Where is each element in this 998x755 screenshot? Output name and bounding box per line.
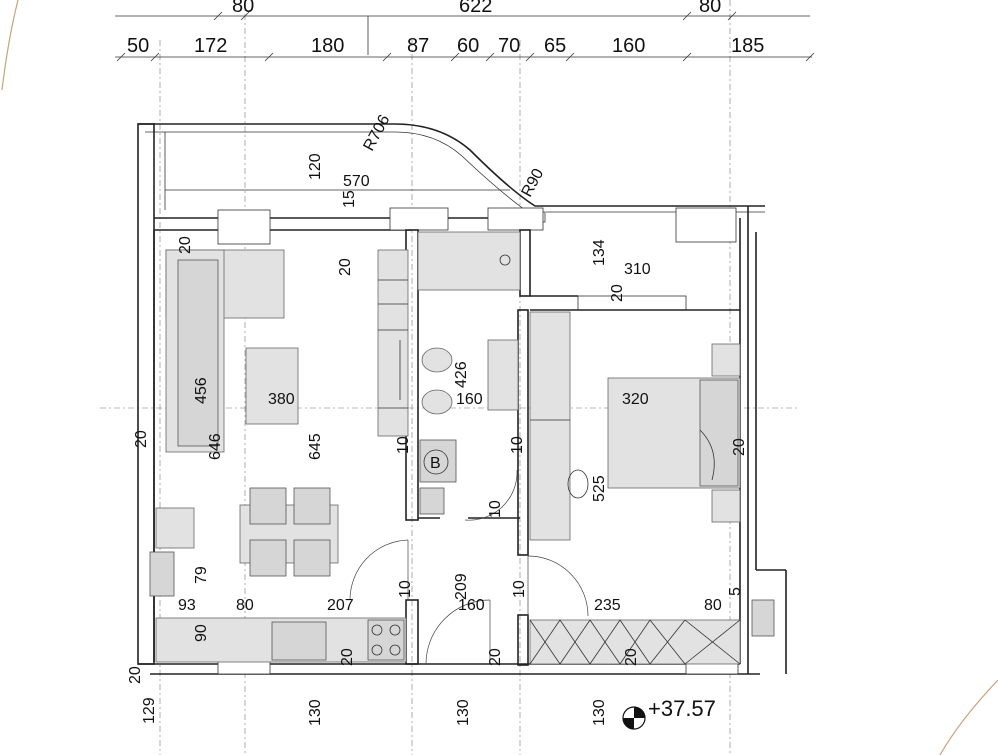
bathroom-fixtures — [417, 231, 521, 515]
dim-20-h: 20 — [133, 430, 150, 448]
dim-20-f: 20 — [487, 648, 504, 666]
dim-134: 134 — [591, 239, 608, 266]
dim-426: 426 — [453, 361, 470, 388]
dim-310: 310 — [624, 261, 651, 278]
dim-20-g: 20 — [623, 648, 640, 666]
dim-top-87: 87 — [407, 35, 429, 57]
dim-top-70: 70 — [498, 35, 520, 57]
kitchen-counter — [155, 617, 407, 663]
dim-456: 456 — [193, 377, 210, 404]
dim-top-185: 185 — [731, 35, 764, 57]
dim-10-c: 10 — [487, 500, 504, 518]
bedroom-furniture — [529, 311, 775, 665]
dim-10-b: 10 — [509, 436, 526, 454]
dim-r706: R706 — [361, 112, 394, 154]
top-dimension-labels-row2: 50 172 180 87 60 70 65 160 185 — [127, 35, 764, 57]
dim-80-a: 80 — [236, 597, 254, 614]
dim-bottom-130-a: 130 — [307, 699, 324, 726]
door-swings — [349, 469, 589, 665]
dim-79: 79 — [193, 566, 210, 584]
bottom-dimension-labels: 129 130 130 130 — [141, 697, 608, 726]
dim-380: 380 — [268, 391, 295, 408]
dim-90: 90 — [193, 624, 210, 642]
dim-20-i: 20 — [127, 666, 144, 684]
dim-top-80-right: 80 — [699, 0, 721, 17]
level-marker-icon — [622, 706, 646, 730]
dim-top-180: 180 — [311, 35, 344, 57]
level-value: +37.57 — [648, 696, 716, 721]
dim-20-a: 20 — [177, 236, 194, 254]
dim-20-c: 20 — [609, 284, 626, 302]
dim-10-e: 10 — [511, 580, 528, 598]
dim-646: 646 — [207, 433, 224, 460]
dim-top-60: 60 — [457, 35, 479, 57]
dim-5: 5 — [727, 587, 744, 596]
page-edge-left — [1, 0, 19, 91]
balcony — [138, 123, 765, 223]
top-dimension-lines — [115, 11, 815, 62]
bathroom-boiler-label: B — [430, 455, 441, 472]
dim-top-172: 172 — [194, 35, 227, 57]
dim-207: 207 — [327, 597, 354, 614]
dim-120: 120 — [307, 153, 324, 180]
dim-top-65: 65 — [544, 35, 566, 57]
room-dimension-labels: R706 R90 120 570 15 20 20 456 380 646 64… — [127, 112, 748, 684]
windows — [217, 207, 739, 675]
dim-20-b: 20 — [337, 258, 354, 276]
dim-20-e: 20 — [339, 648, 356, 666]
dim-525: 525 — [591, 475, 608, 502]
dim-10-d: 10 — [397, 580, 414, 598]
dim-r90: R90 — [519, 166, 548, 200]
dim-93: 93 — [178, 597, 196, 614]
dim-15: 15 — [341, 190, 358, 208]
dim-570: 570 — [343, 173, 370, 190]
dim-top-160: 160 — [612, 35, 645, 57]
dim-bottom-129: 129 — [141, 697, 158, 724]
dim-160-a: 160 — [456, 391, 483, 408]
dim-20-d: 20 — [731, 438, 748, 456]
dim-160-b: 160 — [458, 597, 485, 614]
living-furniture — [149, 249, 409, 597]
dim-10-a: 10 — [395, 436, 412, 454]
dim-235: 235 — [594, 597, 621, 614]
dim-top-80-left: 80 — [232, 0, 254, 17]
dim-320: 320 — [622, 391, 649, 408]
page-edge-right — [939, 679, 998, 755]
dim-top-622: 622 — [459, 0, 492, 17]
top-dimension-labels-row1: 80 622 80 — [232, 0, 721, 17]
dim-bottom-130-b: 130 — [455, 699, 472, 726]
dim-top-50: 50 — [127, 35, 149, 57]
dim-645: 645 — [307, 433, 324, 460]
dim-209: 209 — [453, 573, 470, 600]
dim-80-b: 80 — [704, 597, 722, 614]
dim-bottom-130-c: 130 — [591, 699, 608, 726]
